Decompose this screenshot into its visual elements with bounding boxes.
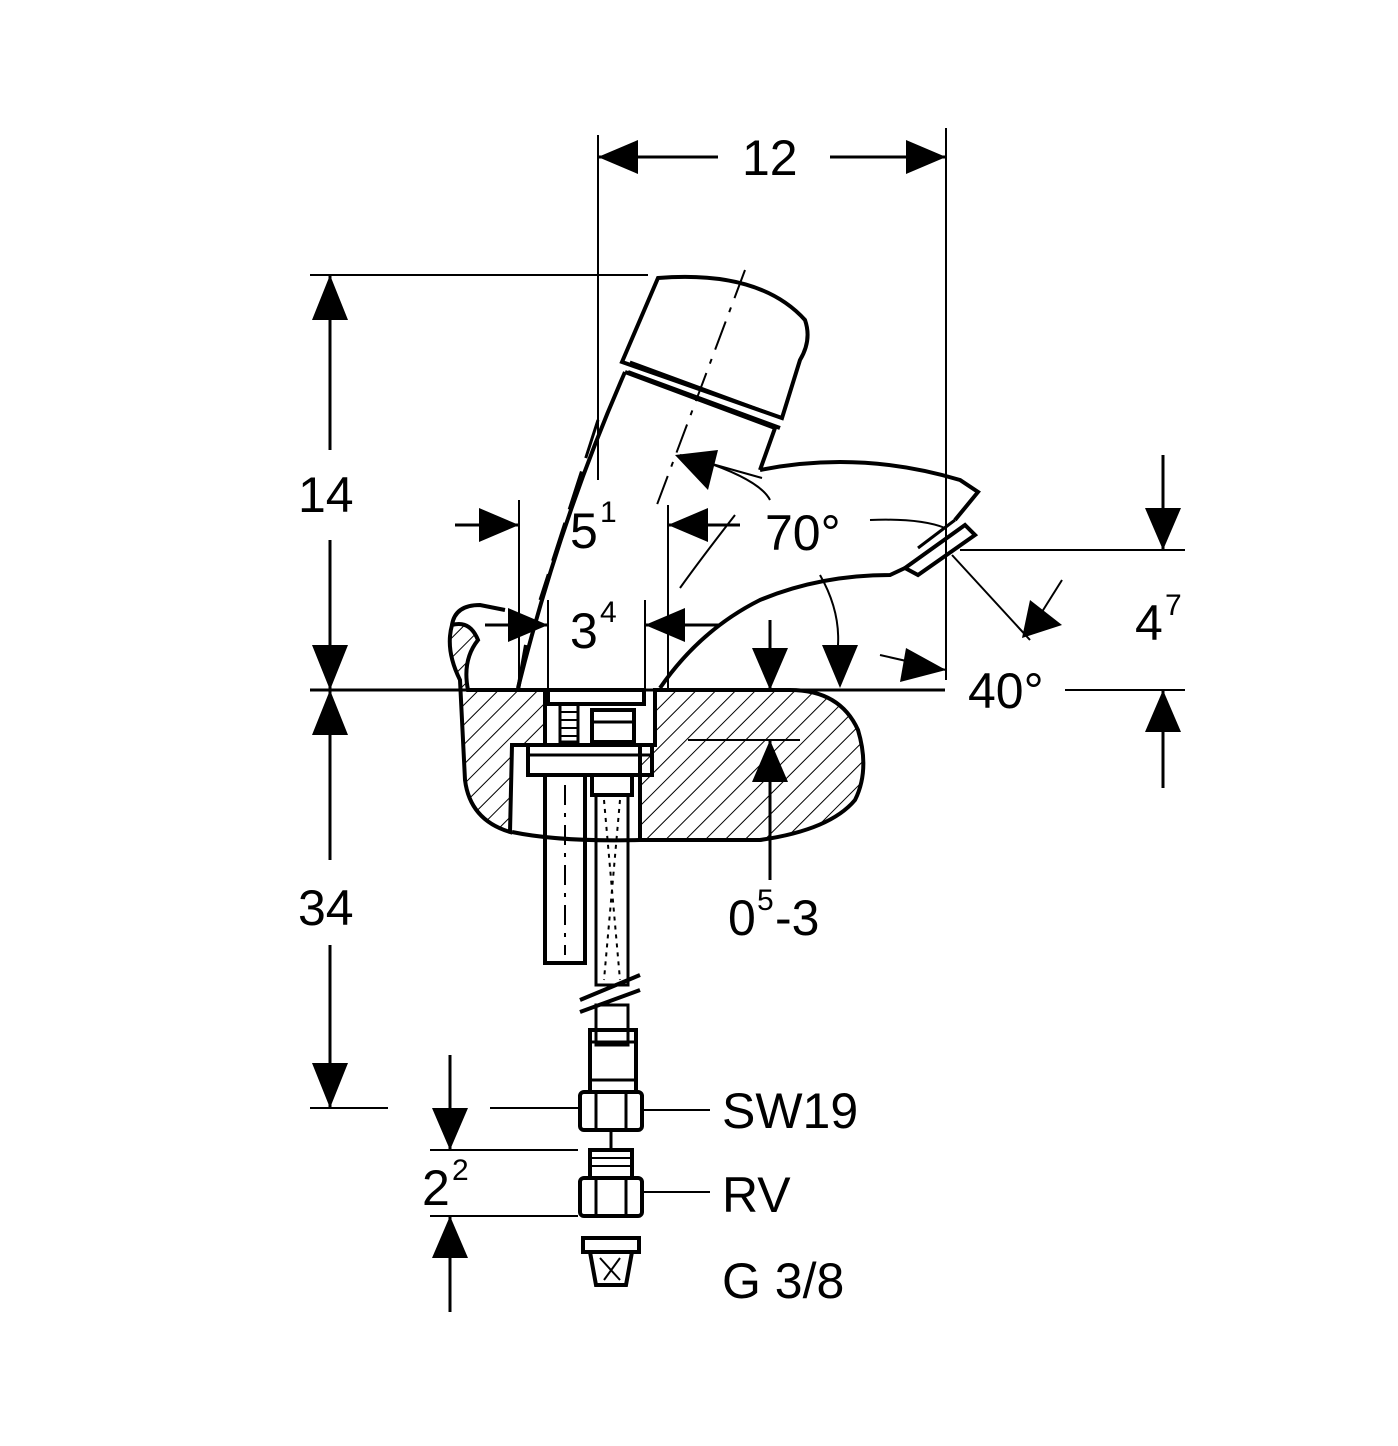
cap-ring-lower [627, 370, 781, 430]
mounting-rod [543, 773, 587, 965]
basin-left-section [447, 622, 547, 835]
supply-nut [590, 708, 636, 744]
faucet-body [516, 269, 981, 691]
strainer-mesh [588, 1251, 634, 1287]
arrow-34-bottom [312, 1063, 348, 1108]
break-line-upper [579, 973, 641, 1002]
arrow-12-right [906, 140, 946, 174]
braided-hose-lower [594, 1003, 630, 1047]
dim-22-sup: 2 [452, 1154, 469, 1187]
dim-47-label: 4 [1135, 595, 1163, 651]
deck-cavity-outline [511, 830, 641, 843]
arrow-70 [675, 450, 718, 490]
dim-deck-tail: -3 [775, 890, 819, 946]
dim-12-label: 12 [742, 130, 798, 186]
push-button-cap [619, 274, 810, 421]
aerator-line [917, 518, 956, 550]
dim-47-sup: 7 [1165, 589, 1182, 622]
arrow-5-left [479, 508, 519, 542]
arrow-3-right [645, 608, 685, 642]
sw19-nut [578, 1090, 644, 1132]
break-line-lower [579, 988, 641, 1014]
arc-70-left [679, 514, 736, 589]
arrow-5-right [668, 508, 708, 542]
arrow-deck-bottom [752, 740, 788, 782]
mounting-plate [546, 688, 646, 706]
arrow-3-left [508, 608, 548, 642]
callout-sw19: SW19 [722, 1083, 858, 1139]
arrow-47-top [1145, 508, 1181, 550]
dim-70-label: 70° [765, 505, 841, 561]
outlet-projection-line [951, 554, 1031, 641]
faucet-spout-top [759, 460, 981, 522]
arrow-22-bottom [432, 1216, 468, 1258]
dimension-lines [310, 128, 1185, 1312]
arc-70-right [869, 518, 946, 529]
body-hidden-line [538, 419, 600, 601]
arrow-12-left [598, 140, 638, 174]
arrow-14-bottom [312, 645, 348, 690]
faucet-body-spout-curve [658, 566, 906, 690]
dim-5-sup: 1 [600, 496, 617, 529]
callout-labels: SW19 RV G 3/8 [722, 1083, 858, 1309]
threaded-rod [558, 702, 580, 744]
faucet-body-left-edge [516, 371, 627, 689]
callout-rv: RV [722, 1167, 791, 1223]
arrow-deck-top [752, 648, 788, 690]
dim-34-label: 34 [298, 880, 354, 936]
dim-22-label: 2 [422, 1160, 450, 1216]
mounting-hardware [526, 688, 654, 1287]
body-axis-centerline [654, 269, 746, 511]
strainer-cap [581, 1236, 641, 1254]
hose-connector [590, 773, 634, 797]
clamping-washer [526, 743, 654, 777]
arrow-14-top [312, 275, 348, 320]
arc-40-upper [819, 574, 840, 646]
arrow-34-top [312, 690, 348, 735]
cap-ring-upper [629, 360, 783, 420]
basin-left-lip [450, 602, 506, 626]
arrow-47-bottom [1145, 690, 1181, 732]
rv-thread [588, 1148, 634, 1180]
dim-14-label: 14 [298, 467, 354, 523]
dim-5-label: 5 [570, 503, 598, 559]
arrow-40-left [822, 645, 858, 688]
deck-section [310, 602, 945, 843]
dim-3-label: 3 [570, 603, 598, 659]
rv-valve-body [578, 1176, 644, 1218]
dimension-labels: 12 14 34 5 1 3 4 70° 40° 4 7 0 5 -3 2 2 [298, 130, 1182, 1216]
dim-40-label: 40° [968, 663, 1044, 719]
arrow-40-right [900, 648, 946, 682]
dim-deck-sup: 5 [757, 884, 774, 917]
callout-g38: G 3/8 [722, 1253, 844, 1309]
dim-3-sup: 4 [600, 596, 617, 629]
arrow-40-outlet [1022, 600, 1062, 638]
dim-deck-label: 0 [728, 890, 756, 946]
basin-right-section [638, 688, 866, 842]
arrow-22-top [432, 1108, 468, 1150]
